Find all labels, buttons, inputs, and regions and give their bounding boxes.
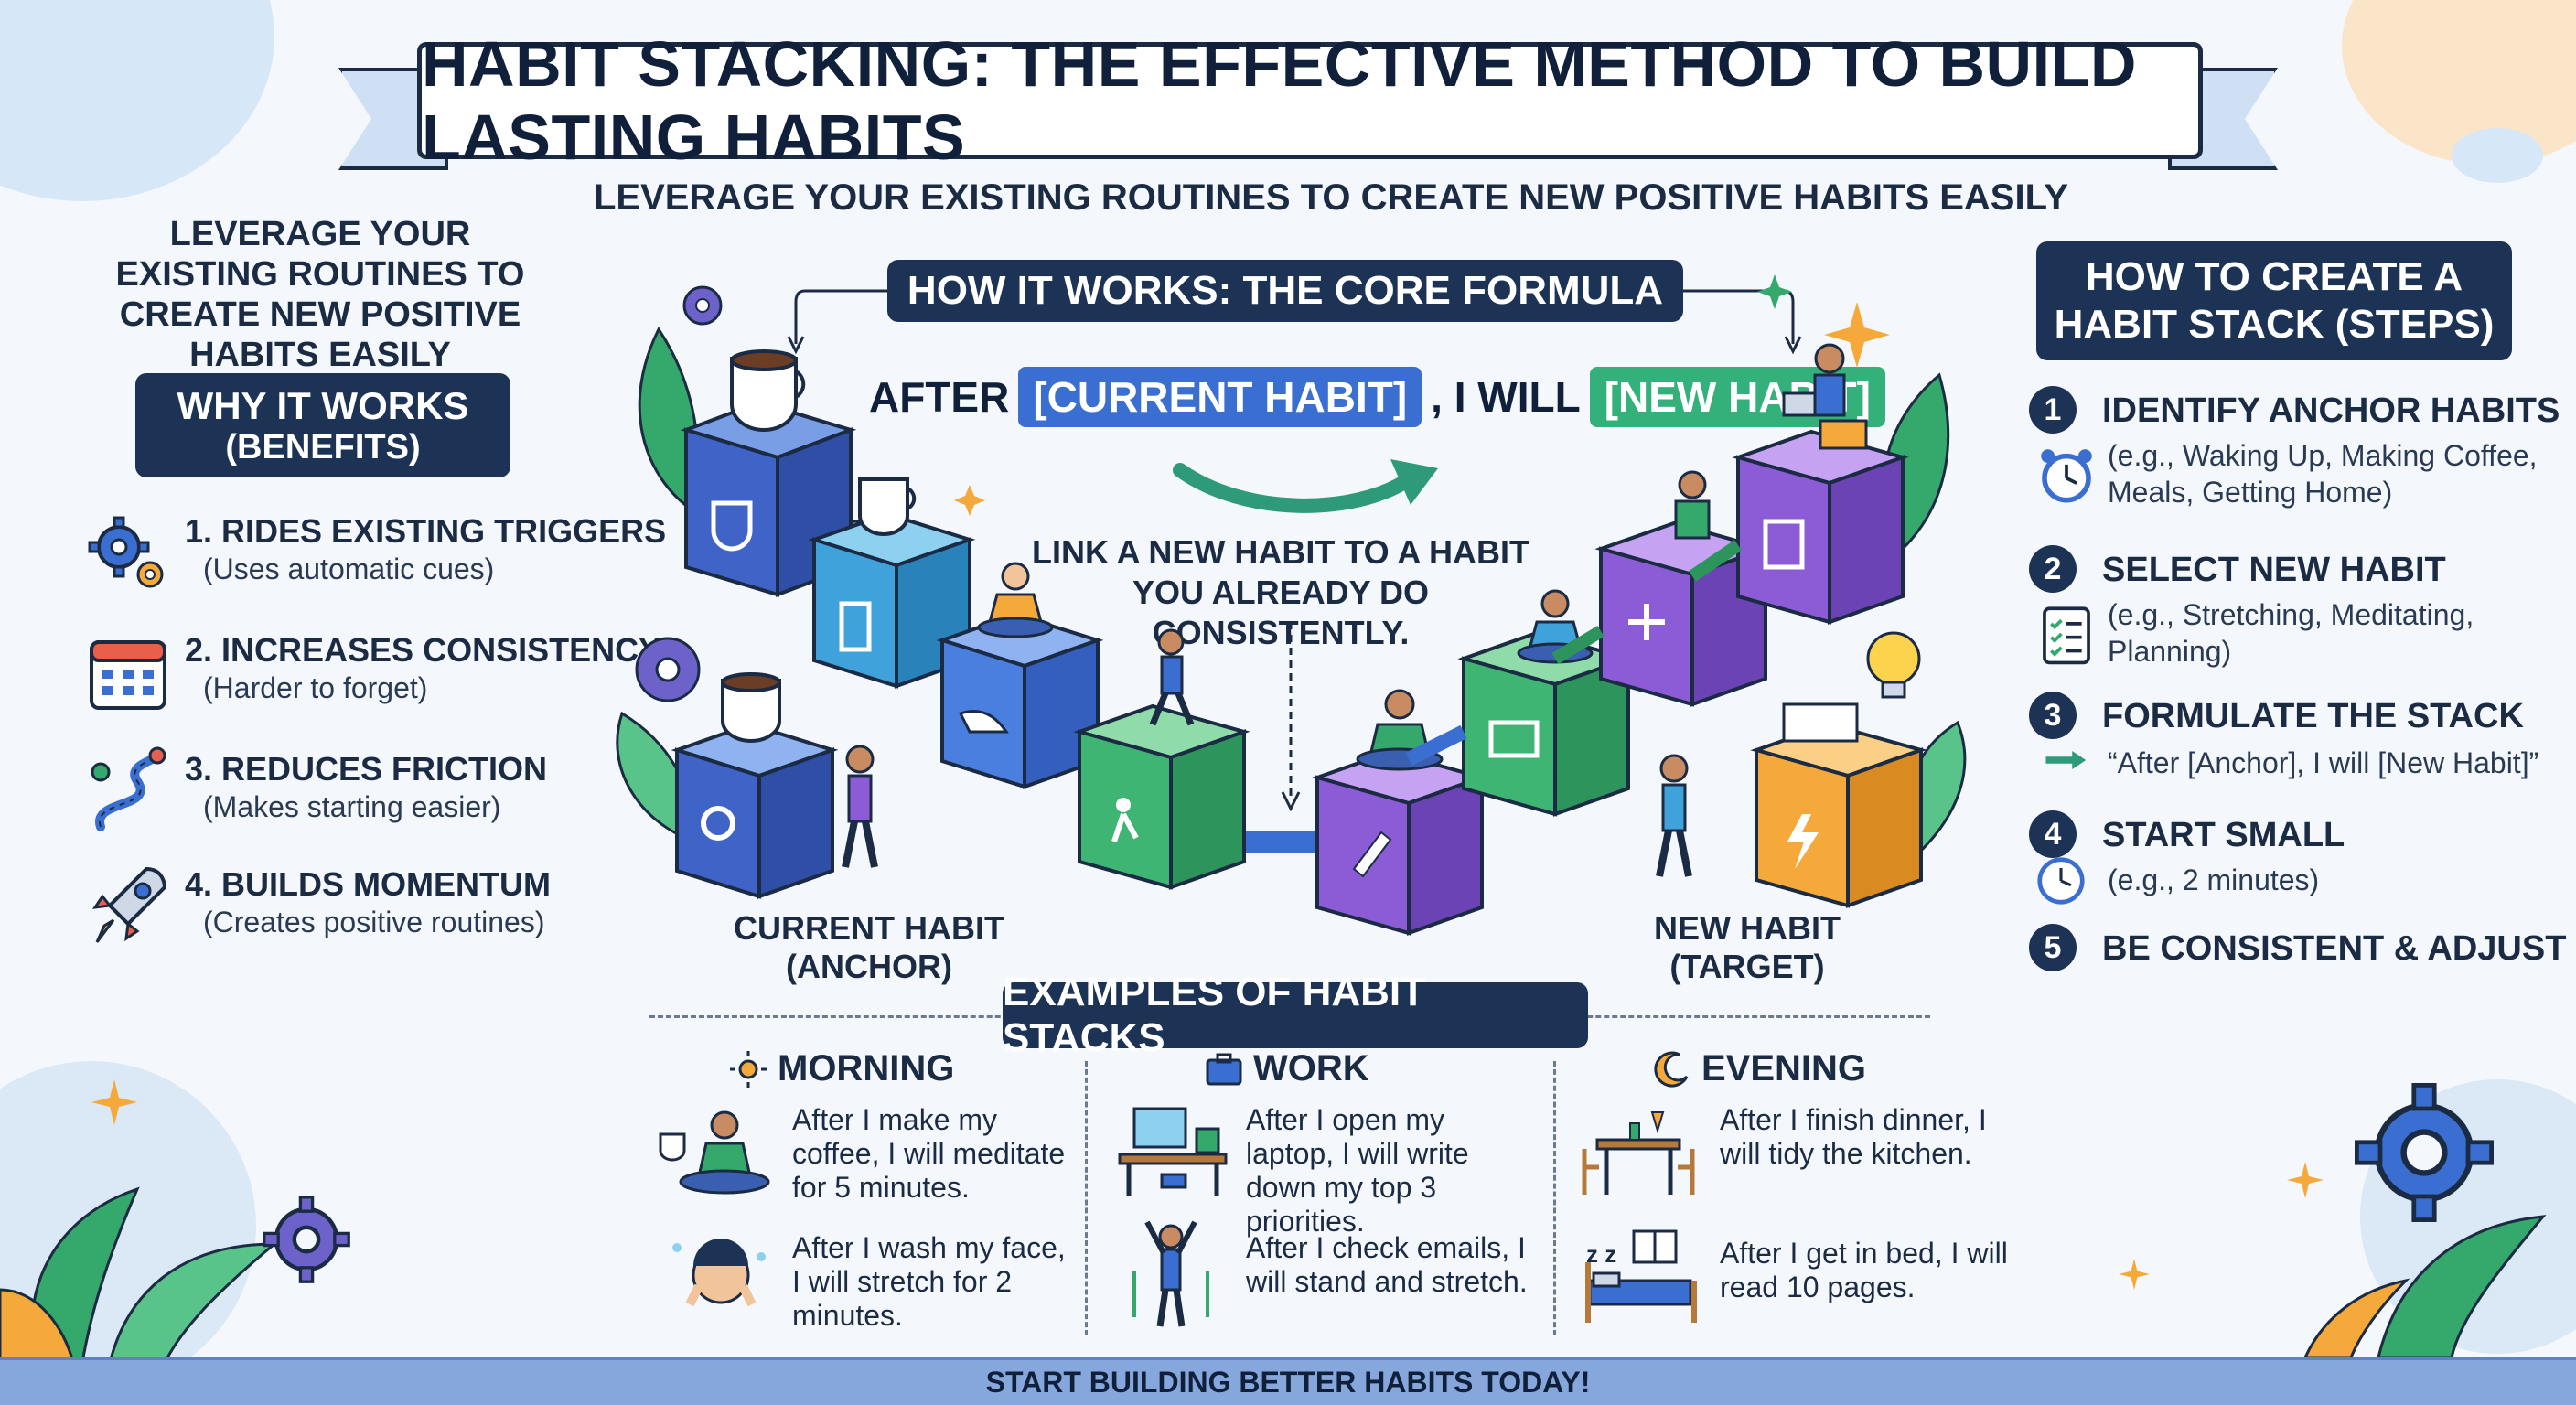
evening-example-2: After I get in bed, I will read 10 pages… — [1720, 1237, 2008, 1303]
bed-book-icon: z z — [1585, 1229, 1697, 1323]
gear-icon — [2355, 1083, 2494, 1222]
briefcase-icon — [1206, 1053, 1242, 1085]
column-divider — [1085, 1061, 1088, 1335]
gear-icon — [263, 1196, 350, 1283]
new-habit-subtitle: (TARGET) — [1669, 948, 1825, 985]
morning-title: MORNING — [728, 1048, 954, 1089]
benefit-description: (Harder to forget) — [203, 671, 428, 704]
steps-heading-line2: HABIT STACK (STEPS) — [2054, 302, 2495, 347]
face-wash-icon — [672, 1239, 766, 1307]
steps-heading-line1: HOW TO CREATE A — [2085, 254, 2463, 299]
benefit-title: 4. BUILDS MOMENTUM — [185, 865, 551, 903]
step-title: IDENTIFY ANCHOR HABITS — [2102, 391, 2560, 430]
new-habit-title: NEW HABIT — [1654, 909, 1841, 947]
page-subtitle: LEVERAGE YOUR EXISTING ROUTINES TO CREAT… — [593, 177, 2069, 218]
how-it-works-heading: HOW IT WORKS: THE CORE FORMULA — [887, 260, 1683, 322]
plant-decoration-right — [2303, 1215, 2547, 1357]
work-example-2: After I check emails, I will stand and s… — [1246, 1231, 1528, 1298]
column-divider — [1553, 1061, 1556, 1335]
current-habit-title: CURRENT HABIT — [734, 909, 1004, 947]
step-description: (e.g., 2 minutes) — [2108, 863, 2320, 896]
evening-label: EVENING — [1701, 1048, 1867, 1089]
rocket-icon — [91, 866, 167, 943]
morning-example-1: After I make my coffee, I will meditate … — [792, 1103, 1066, 1204]
benefit-description: (Creates positive routines) — [203, 906, 545, 938]
benefit-description: (Uses automatic cues) — [203, 552, 495, 585]
meditating-person-icon — [659, 1110, 770, 1195]
alarm-clock-icon — [2041, 449, 2092, 503]
step-title: SELECT NEW HABIT — [2102, 551, 2446, 589]
steps-heading: HOW TO CREATE A HABIT STACK (STEPS) — [2036, 241, 2512, 360]
benefit-title: 2. INCREASES CONSISTENCY — [185, 631, 661, 669]
step-number: 5 — [2029, 924, 2077, 971]
morning-label: MORNING — [778, 1048, 955, 1089]
current-habit-label: CURRENT HABIT (ANCHOR) — [723, 909, 1015, 986]
sun-icon — [730, 1050, 767, 1088]
new-habit-label: NEW HABIT (TARGET) — [1610, 909, 1884, 986]
step-title: START SMALL — [2102, 816, 2345, 854]
checklist-icon — [2043, 606, 2090, 665]
work-label: WORK — [1253, 1048, 1369, 1089]
formula-i-will: , I WILL — [1431, 373, 1581, 421]
step-title: FORMULATE THE STACK — [2102, 697, 2524, 735]
habit-cubes-illustration — [616, 274, 1967, 936]
curved-arrow — [1173, 459, 1438, 513]
step-description: (e.g., Stretching, Meditating, Planning) — [2108, 598, 2474, 668]
calendar-icon — [90, 640, 166, 710]
left-intro-text: LEVERAGE YOUR EXISTING ROUTINES TO CREAT… — [115, 215, 525, 374]
desk-laptop-icon — [1118, 1107, 1228, 1196]
stretching-person-icon — [1132, 1220, 1209, 1327]
current-habit-subtitle: (ANCHOR) — [786, 948, 952, 985]
step-description: (e.g., Waking Up, Making Coffee, Meals, … — [2108, 439, 2538, 509]
step-number: 2 — [2029, 545, 2077, 593]
svg-text:z z: z z — [1586, 1240, 1616, 1268]
formula-current-habit: [CURRENT HABIT] — [1018, 367, 1422, 427]
benefit-description: (Makes starting easier) — [203, 790, 501, 823]
dashed-down-arrow — [1281, 622, 1301, 812]
arrow-right-icon — [2045, 751, 2087, 769]
background-blob — [2452, 128, 2543, 183]
step-description: “After [Anchor], I will [New Habit]” — [2108, 746, 2539, 779]
evening-example-1: After I finish dinner, I will tidy the k… — [1720, 1103, 1987, 1170]
page-title: HABIT STACKING: THE EFFECTIVE METHOD TO … — [417, 28, 2203, 173]
step-number: 3 — [2029, 692, 2077, 739]
work-title: WORK — [1204, 1048, 1369, 1089]
step-number: 1 — [2029, 386, 2077, 434]
benefit-title: 1. RIDES EXISTING TRIGGERS — [185, 512, 667, 550]
step-number: 4 — [2029, 810, 2077, 858]
why-it-works-subtitle: (BENEFITS) — [225, 427, 421, 467]
footer-banner: START BUILDING BETTER HABITS TODAY! — [0, 1357, 2576, 1405]
clock-icon — [2037, 857, 2085, 905]
sparkle-icon — [91, 1079, 137, 1125]
evening-title: EVENING — [1652, 1048, 1866, 1089]
why-it-works-title: WHY IT WORKS — [177, 383, 469, 427]
link-explanation: LINK A NEW HABIT TO A HABIT YOU ALREADY … — [1032, 533, 1530, 651]
morning-example-2: After I wash my face, I will stretch for… — [792, 1231, 1066, 1332]
moon-icon — [1654, 1051, 1689, 1088]
benefit-title: 3. REDUCES FRICTION — [185, 750, 548, 788]
formula-after: AFTER — [869, 373, 1010, 421]
step-title: BE CONSISTENT & ADJUST — [2102, 929, 2567, 968]
examples-heading: EXAMPLES OF HABIT STACKS — [1003, 970, 1588, 1060]
sparkle-icon — [2287, 1162, 2324, 1198]
gears-icon — [88, 516, 164, 588]
sparkle-icon — [2119, 1259, 2150, 1290]
dinner-table-icon — [1582, 1111, 1695, 1195]
background-blob — [0, 0, 274, 201]
path-icon — [91, 746, 166, 831]
work-example-1: After I open my laptop, I will write dow… — [1246, 1103, 1469, 1238]
why-it-works-heading: WHY IT WORKS (BENEFITS) — [135, 373, 510, 477]
